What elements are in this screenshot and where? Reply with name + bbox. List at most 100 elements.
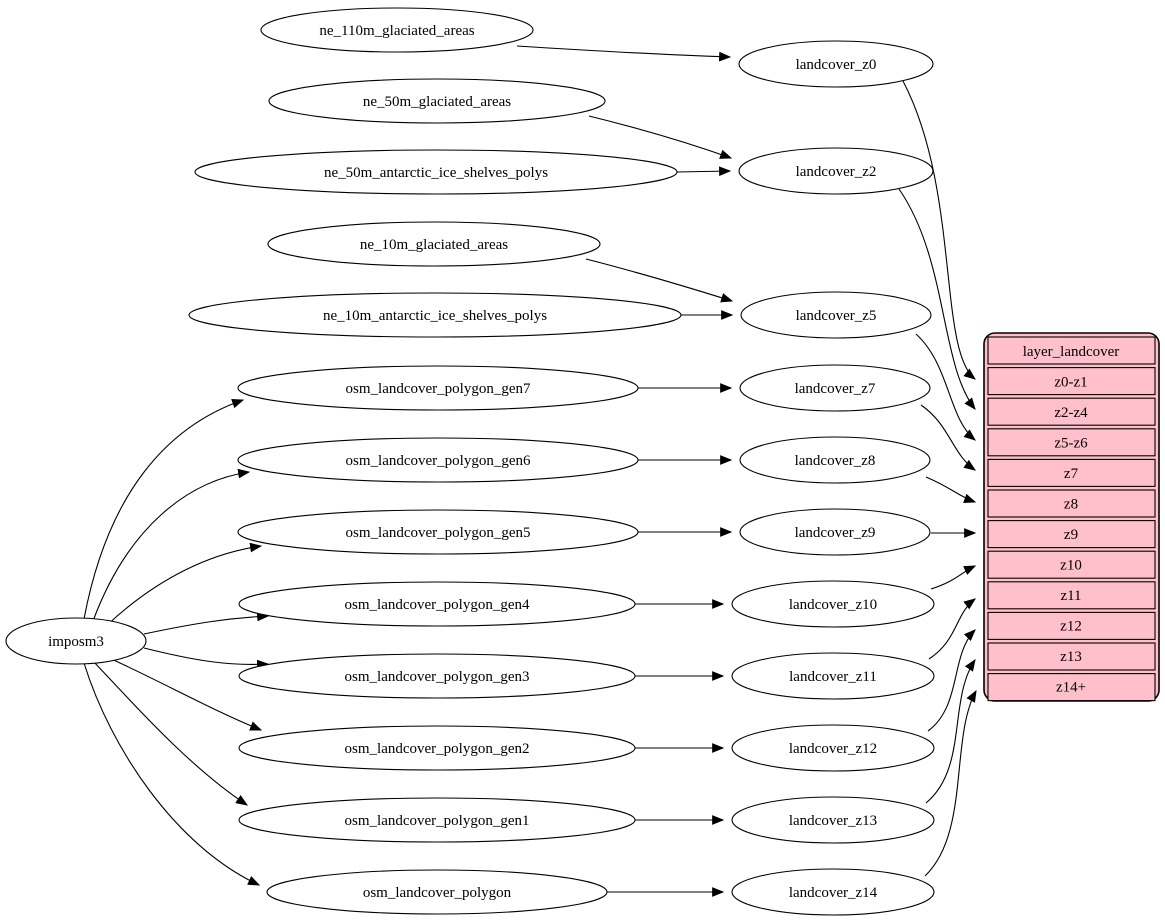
edge-ne_50m_antarctic_ice_shelves_polys-landcover_z2 <box>676 166 732 177</box>
node-ellipse-landcover_z11 <box>731 652 935 700</box>
node-ellipse-osm_landcover_polygon_gen1 <box>238 797 636 843</box>
node-label-osm_landcover_polygon_gen4: osm_landcover_polygon_gen4 <box>345 597 530 613</box>
node-ellipse-landcover_z13 <box>731 796 935 844</box>
node-label-landcover_z14: landcover_z14 <box>789 885 878 901</box>
node-ne_50m_antarctic_ice_shelves_polys: ne_50m_antarctic_ice_shelves_polys <box>194 149 678 195</box>
node-landcover_z11: landcover_z11 <box>731 652 935 700</box>
table-row-label-z13: z13 <box>1060 649 1082 665</box>
edge-imposm3-osm_landcover_polygon_gen7 <box>83 399 245 620</box>
node-osm_landcover_polygon_gen6: osm_landcover_polygon_gen6 <box>237 437 639 483</box>
edge-landcover_z11-row-z11 <box>928 598 976 660</box>
node-ellipse-ne_10m_antarctic_ice_shelves_polys <box>188 292 682 338</box>
node-label-landcover_z7: landcover_z7 <box>795 381 876 397</box>
node-ellipse-osm_landcover_polygon_gen5 <box>237 509 639 555</box>
node-ellipse-landcover_z10 <box>731 580 935 628</box>
edge-imposm3-osm_landcover_polygon_gen5 <box>104 542 263 628</box>
edge-imposm3-osm_landcover_polygon_gen2 <box>104 655 263 731</box>
node-label-osm_landcover_polygon_gen1: osm_landcover_polygon_gen1 <box>345 813 530 829</box>
table-cell-z5-z6 <box>987 428 1156 457</box>
node-ellipse-osm_landcover_polygon_gen2 <box>238 725 636 771</box>
node-label-imposm3: imposm3 <box>48 634 104 650</box>
node-label-ne_50m_glaciated_areas: ne_50m_glaciated_areas <box>363 94 511 110</box>
node-landcover_z8: landcover_z8 <box>739 436 931 484</box>
edge-imposm3-osm_landcover_polygon_gen4 <box>143 611 270 635</box>
node-ne_10m_antarctic_ice_shelves_polys: ne_10m_antarctic_ice_shelves_polys <box>188 292 682 338</box>
node-label-ne_10m_glaciated_areas: ne_10m_glaciated_areas <box>360 237 508 253</box>
edge-ne_10m_glaciated_areas-landcover_z5 <box>585 258 734 303</box>
node-ellipse-osm_landcover_polygon_gen4 <box>238 581 636 627</box>
table-row-label-z10: z10 <box>1060 558 1082 574</box>
node-label-landcover_z2: landcover_z2 <box>796 164 877 180</box>
node-label-landcover_z11: landcover_z11 <box>789 669 877 685</box>
node-label-landcover_z8: landcover_z8 <box>795 453 876 469</box>
node-label-landcover_z12: landcover_z12 <box>789 741 877 757</box>
node-ellipse-osm_landcover_polygon_gen6 <box>237 437 639 483</box>
table-cell-z7 <box>987 458 1156 487</box>
edge-imposm3-osm_landcover_polygon <box>83 662 261 886</box>
table-row-label-z14plus: z14+ <box>1056 680 1086 696</box>
table-row-label-z11: z11 <box>1060 588 1081 604</box>
table-row-label-z8: z8 <box>1064 497 1078 513</box>
node-label-osm_landcover_polygon: osm_landcover_polygon <box>363 885 512 901</box>
edge-landcover_z12-row-z12 <box>927 629 976 732</box>
node-ellipse-ne_50m_glaciated_areas <box>268 78 606 124</box>
node-osm_landcover_polygon_gen3: osm_landcover_polygon_gen3 <box>238 653 636 699</box>
node-ellipse-landcover_z14 <box>731 868 935 916</box>
node-ne_10m_glaciated_areas: ne_10m_glaciated_areas <box>267 221 601 267</box>
node-ellipse-osm_landcover_polygon <box>266 869 608 915</box>
node-landcover_z7: landcover_z7 <box>739 364 931 412</box>
table-cell-z2-z4 <box>987 397 1156 426</box>
edge-imposm3-osm_landcover_polygon_gen6 <box>92 468 251 622</box>
node-osm_landcover_polygon_gen4: osm_landcover_polygon_gen4 <box>238 581 636 627</box>
edge-ne_50m_glaciated_areas-landcover_z2 <box>588 115 733 159</box>
table-cell-z0-z1 <box>987 367 1156 396</box>
node-landcover_z5: landcover_z5 <box>740 291 932 339</box>
node-imposm3: imposm3 <box>5 617 147 665</box>
node-landcover_z9: landcover_z9 <box>739 508 931 556</box>
table-layer_landcover: layer_landcover z0-z1 z2-z4 z5-z6 z7 z8 … <box>983 332 1160 702</box>
node-label-landcover_z5: landcover_z5 <box>796 308 877 324</box>
node-label-landcover_z9: landcover_z9 <box>795 525 876 541</box>
edges-group <box>83 45 977 897</box>
node-label-osm_landcover_polygon_gen3: osm_landcover_polygon_gen3 <box>345 669 530 685</box>
table-header-cell <box>987 336 1156 365</box>
node-ellipse-landcover_z9 <box>739 508 931 556</box>
node-ellipse-landcover_z8 <box>739 436 931 484</box>
node-label-ne_10m_antarctic_ice_shelves_polys: ne_10m_antarctic_ice_shelves_polys <box>323 308 547 324</box>
node-ellipse-landcover_z5 <box>740 291 932 339</box>
node-ellipse-ne_10m_glaciated_areas <box>267 221 601 267</box>
table-cell-z13 <box>987 642 1156 671</box>
table-row-label-z9: z9 <box>1064 527 1078 543</box>
node-osm_landcover_polygon_gen2: osm_landcover_polygon_gen2 <box>238 725 636 771</box>
node-ellipse-landcover_z0 <box>738 40 934 88</box>
table-row-label-z2-z4: z2-z4 <box>1054 405 1088 421</box>
node-ellipse-landcover_z2 <box>738 147 934 195</box>
edge-landcover_z0-row-z0-z1 <box>902 80 976 380</box>
table-row-label-z5-z6: z5-z6 <box>1054 436 1088 452</box>
node-label-osm_landcover_polygon_gen7: osm_landcover_polygon_gen7 <box>346 381 531 397</box>
table-cell-z10 <box>987 550 1156 579</box>
node-ellipse-landcover_z7 <box>739 364 931 412</box>
node-label-osm_landcover_polygon_gen5: osm_landcover_polygon_gen5 <box>346 525 531 541</box>
node-ellipse-imposm3 <box>5 617 147 665</box>
node-ellipse-osm_landcover_polygon_gen7 <box>237 365 639 411</box>
node-label-osm_landcover_polygon_gen2: osm_landcover_polygon_gen2 <box>345 741 530 757</box>
node-osm_landcover_polygon: osm_landcover_polygon <box>266 869 608 915</box>
node-landcover_z14: landcover_z14 <box>731 868 935 916</box>
node-ne_110m_glaciated_areas: ne_110m_glaciated_areas <box>260 7 534 53</box>
edge-landcover_z14-row-z14plus <box>924 689 977 877</box>
node-label-ne_50m_antarctic_ice_shelves_polys: ne_50m_antarctic_ice_shelves_polys <box>324 165 548 181</box>
edge-imposm3-osm_landcover_polygon_gen3 <box>143 647 270 670</box>
node-ellipse-landcover_z12 <box>731 724 935 772</box>
edge-landcover_z2-row-z2-z4 <box>898 188 976 410</box>
table-row-label-z12: z12 <box>1060 619 1082 635</box>
edge-landcover_z8-row-z8 <box>925 476 977 503</box>
node-osm_landcover_polygon_gen5: osm_landcover_polygon_gen5 <box>237 509 639 555</box>
node-ellipse-ne_110m_glaciated_areas <box>260 7 534 53</box>
table-cell-z14plus <box>987 673 1156 702</box>
table-cell-z11 <box>987 581 1156 610</box>
table-cell-z8 <box>987 489 1156 518</box>
table-row-label-z0-z1: z0-z1 <box>1054 375 1087 391</box>
node-ellipse-ne_50m_antarctic_ice_shelves_polys <box>194 149 678 195</box>
node-label-landcover_z0: landcover_z0 <box>796 57 877 73</box>
